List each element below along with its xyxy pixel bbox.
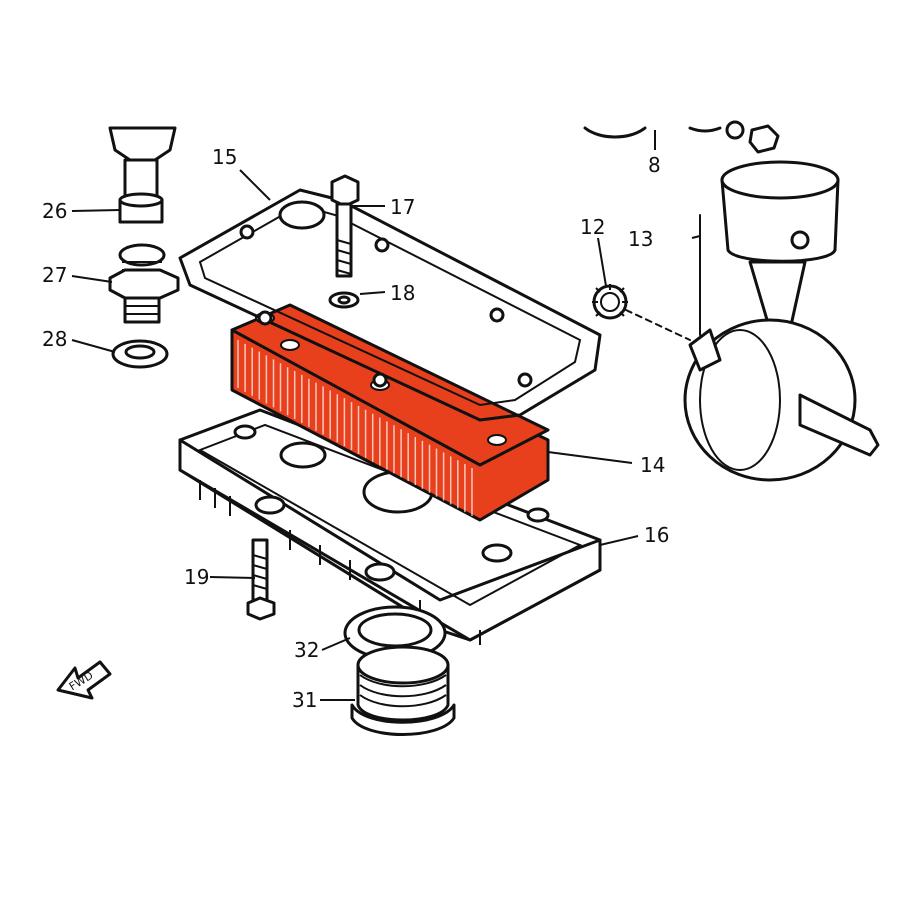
label-12: 12 <box>580 215 605 239</box>
part-27-threaded-fitting <box>108 243 180 324</box>
label-14: 14 <box>640 453 665 477</box>
label-31: 31 <box>292 688 317 712</box>
label-17: 17 <box>390 195 415 219</box>
part-15-gasket <box>178 188 602 422</box>
part-19-bolt <box>246 538 276 621</box>
oil-cooler-fins <box>237 340 473 516</box>
label-18: 18 <box>390 281 415 305</box>
label-32: 32 <box>294 638 319 662</box>
part-31-drain-plug <box>350 645 456 736</box>
label-15: 15 <box>212 145 237 169</box>
label-8: 8 <box>648 153 661 177</box>
part-14-oil-cooler-core <box>230 303 550 522</box>
label-19: 19 <box>184 565 209 589</box>
part-8-gear-partial <box>583 120 780 154</box>
fwd-direction-arrow: FWD <box>56 660 112 700</box>
label-27: 27 <box>42 263 67 287</box>
part-labels: 8 12 13 14 15 16 17 18 19 26 27 28 31 32 <box>42 145 669 712</box>
label-28: 28 <box>42 327 67 351</box>
part-12-gear <box>592 284 691 341</box>
part-18-washer <box>328 291 360 309</box>
part-28-sealing-washer <box>111 339 169 369</box>
label-26: 26 <box>42 199 67 223</box>
label-13: 13 <box>628 227 653 251</box>
label-16: 16 <box>644 523 669 547</box>
part-26-fitting-union <box>108 126 177 224</box>
leader-lines <box>71 130 701 701</box>
part-13-crank-piston-assembly <box>683 160 880 482</box>
part-17-bolt <box>330 174 360 278</box>
